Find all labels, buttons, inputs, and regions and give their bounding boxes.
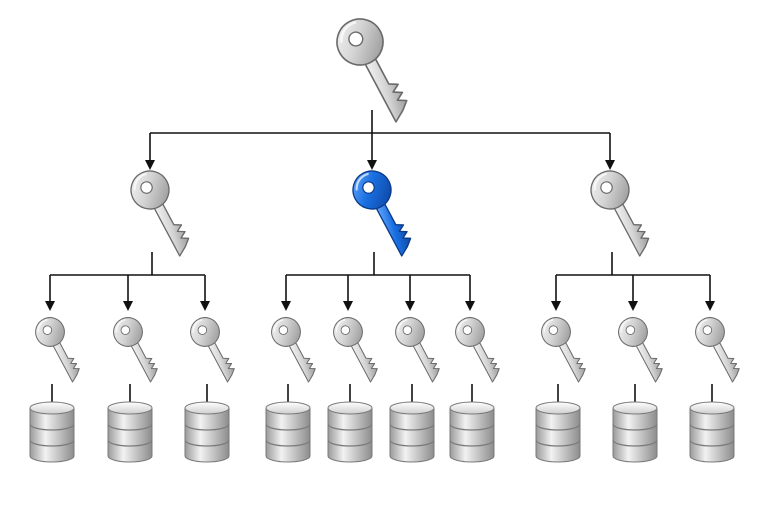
leaf-key-icon	[333, 317, 378, 383]
database-icon	[389, 401, 435, 463]
root-key-icon	[336, 18, 408, 123]
key-nodes	[29, 18, 740, 463]
leaf-key-icon	[271, 317, 316, 383]
leaf-key-icon	[113, 317, 158, 383]
database-icon	[107, 401, 153, 463]
leaf-key-icon	[695, 317, 740, 383]
database-icon	[612, 401, 658, 463]
database-icon	[265, 401, 311, 463]
highlighted-key-icon	[352, 170, 412, 257]
database-icon	[689, 401, 735, 463]
key-icon	[590, 170, 650, 257]
database-icon	[327, 401, 373, 463]
leaf-key-icon	[395, 317, 440, 383]
database-icon	[449, 401, 495, 463]
leaf-key-icon	[618, 317, 663, 383]
leaf-key-icon	[35, 317, 80, 383]
database-icon	[184, 401, 230, 463]
key-icon	[130, 170, 190, 257]
leaf-key-icon	[190, 317, 235, 383]
database-icon	[535, 401, 581, 463]
database-icon	[29, 401, 75, 463]
leaf-key-icon	[455, 317, 500, 383]
leaf-key-icon	[541, 317, 586, 383]
